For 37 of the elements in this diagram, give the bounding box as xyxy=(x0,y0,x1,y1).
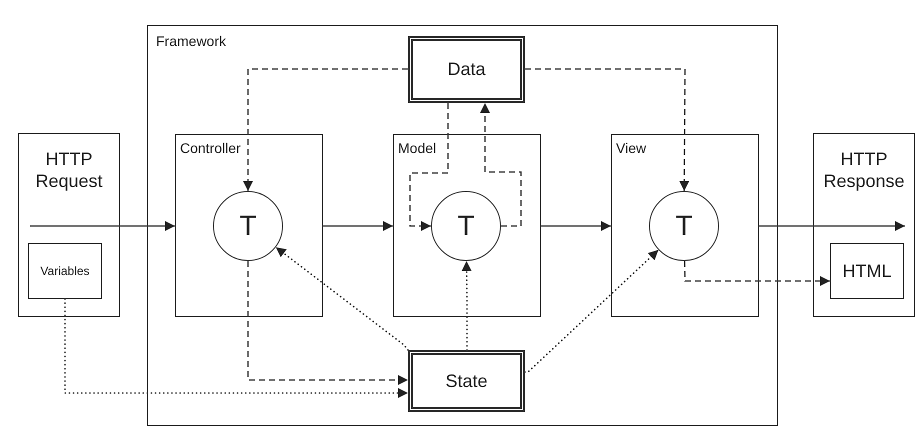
state-box xyxy=(408,350,525,412)
framework-container xyxy=(147,25,778,426)
arrow xyxy=(30,221,175,231)
dashed-arrow xyxy=(480,103,522,227)
controller-box xyxy=(175,134,323,317)
arrow xyxy=(323,221,393,231)
node-label: Variables xyxy=(39,263,91,280)
dotted-arrow xyxy=(275,246,409,351)
arrow xyxy=(759,221,905,231)
node-label: Model xyxy=(398,141,436,155)
node-label: T xyxy=(456,209,476,243)
dashed-arrow xyxy=(525,68,690,191)
dotted-arrow xyxy=(64,298,409,398)
node-label: HTTP Request xyxy=(34,148,104,192)
dashed-arrow xyxy=(409,103,449,231)
node-label: T xyxy=(238,209,258,243)
request-box xyxy=(18,133,120,317)
dashed-arrow xyxy=(247,261,408,385)
html-box xyxy=(830,243,904,299)
node-label: HTTP Response xyxy=(822,148,906,192)
node-label: HTML xyxy=(842,260,892,282)
model-box xyxy=(393,134,541,317)
dashed-arrow xyxy=(243,68,408,191)
node-label: Controller xyxy=(180,141,241,155)
response-box xyxy=(813,133,915,317)
dashed-arrow xyxy=(684,260,830,286)
dotted-arrow xyxy=(524,249,660,373)
node-label: Data xyxy=(446,58,487,81)
dotted-arrow xyxy=(462,260,472,351)
view-box xyxy=(611,134,759,317)
node-label: View xyxy=(616,141,646,155)
node-label: T xyxy=(674,209,694,243)
arrow xyxy=(541,221,611,231)
node-label: Framework xyxy=(156,34,226,48)
data-box xyxy=(408,36,525,103)
node-label: State xyxy=(444,370,489,392)
variables-box xyxy=(28,243,102,299)
